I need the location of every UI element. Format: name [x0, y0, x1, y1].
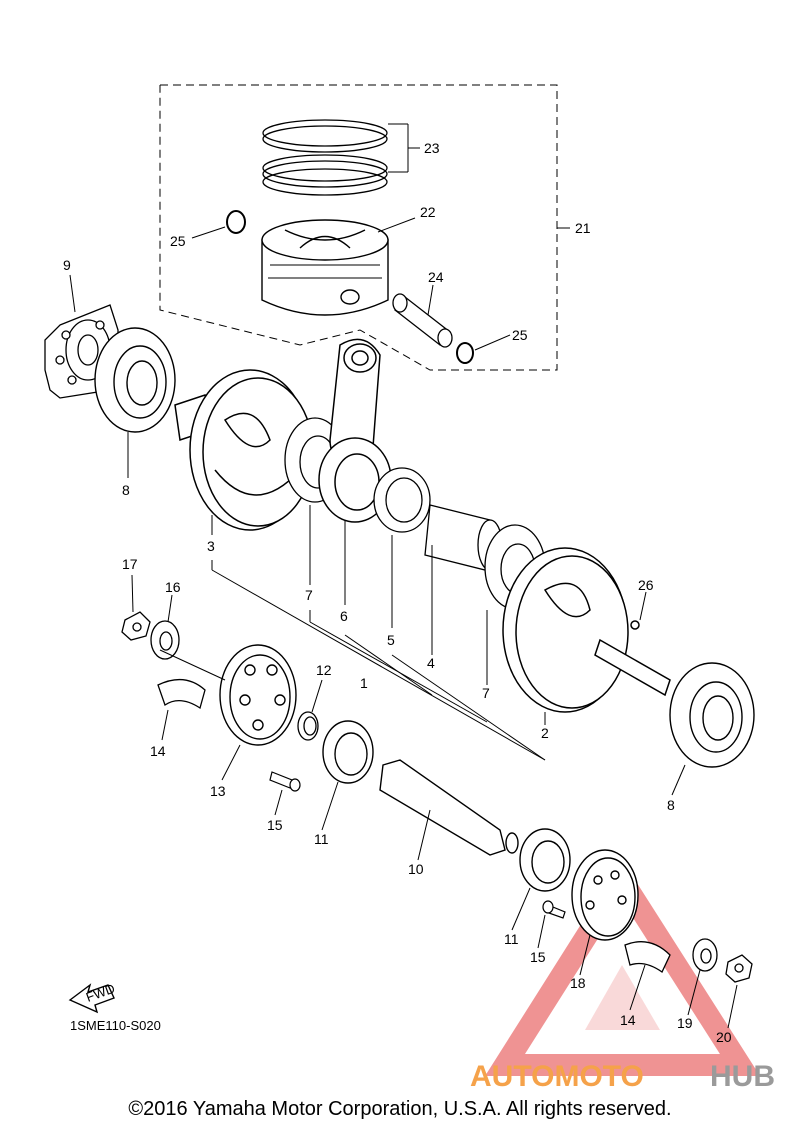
callout-9: 9 [63, 257, 71, 273]
callout-14b: 14 [620, 1012, 636, 1028]
balancer-weight-14-lower [624, 941, 671, 973]
callout-20: 20 [716, 1029, 732, 1045]
needle-bearing [373, 467, 431, 533]
callout-21: 21 [575, 220, 591, 236]
callout-15a: 15 [267, 817, 283, 833]
crankshaft-right-half [502, 547, 671, 713]
callout-23: 23 [424, 140, 440, 156]
piston-pin-clip-left [226, 210, 246, 234]
collar-12 [297, 711, 319, 741]
callout-25a: 25 [170, 233, 186, 249]
callout-4: 4 [427, 655, 435, 671]
callout-labels: 1 2 3 4 5 6 7 7 8 8 9 10 11 11 12 13 14 … [63, 140, 732, 1045]
bearing-11-upper [322, 720, 374, 784]
crank-bearing-right [669, 662, 755, 768]
callout-25b: 25 [512, 327, 528, 343]
callout-5: 5 [387, 632, 395, 648]
nut-20 [725, 954, 753, 983]
callout-26: 26 [638, 577, 654, 593]
piston-pin-clip-right [456, 342, 474, 364]
watermark-triangle [485, 859, 761, 1076]
callout-3: 3 [207, 538, 215, 554]
diagram-code: 1SME110-S020 [70, 1018, 161, 1033]
leaders-piston [191, 217, 570, 351]
callout-14a: 14 [150, 743, 166, 759]
watermark-logo: AUTOMOTO HUB [470, 1060, 775, 1093]
crankshaft-left-half [174, 369, 314, 531]
callout-16: 16 [165, 579, 181, 595]
callout-19: 19 [677, 1015, 693, 1031]
callout-1: 1 [360, 675, 368, 691]
leaders-main [69, 274, 686, 796]
piston-rings [262, 119, 388, 196]
bolt-15-lower [542, 900, 566, 919]
callout-7a: 7 [305, 587, 313, 603]
callout-13: 13 [210, 783, 226, 799]
callout-11a: 11 [314, 831, 329, 847]
balancer-weight-14 [157, 678, 206, 710]
callout-18: 18 [570, 975, 586, 991]
callout-8a: 8 [122, 482, 130, 498]
callout-15b: 15 [530, 949, 546, 965]
connecting-rod [318, 338, 392, 523]
callout-24: 24 [428, 269, 444, 285]
balancer-shaft-10 [379, 759, 519, 856]
balancer-gear-13 [219, 644, 297, 746]
watermark-text-part2: HUB [710, 1060, 775, 1093]
leaders-balancer [131, 574, 738, 1029]
callout-10: 10 [408, 861, 424, 877]
watermark-text-part1: AUTOMOTO [470, 1060, 644, 1093]
piston-kit-boundary [159, 84, 558, 371]
copyright-notice: ©2016 Yamaha Motor Corporation, U.S.A. A… [128, 1098, 672, 1120]
bolt-15-upper [269, 771, 301, 792]
callout-8b: 8 [667, 797, 675, 813]
callout-7b: 7 [482, 685, 490, 701]
piston-pin [392, 293, 453, 348]
bearing-11-lower [519, 828, 571, 892]
callout-11b: 11 [504, 931, 519, 947]
callout-22: 22 [420, 204, 436, 220]
callout-12: 12 [316, 662, 332, 678]
callout-17: 17 [122, 556, 138, 572]
piston [261, 219, 389, 316]
nut-17 [121, 611, 151, 641]
balancer-plate-18 [571, 849, 639, 941]
callout-2: 2 [541, 725, 549, 741]
crank-bearing-left [94, 327, 176, 433]
washer-19 [692, 938, 718, 972]
callout-6: 6 [340, 608, 348, 624]
washer-16 [150, 620, 180, 660]
fwd-arrow-icon: FWD [68, 981, 117, 1014]
